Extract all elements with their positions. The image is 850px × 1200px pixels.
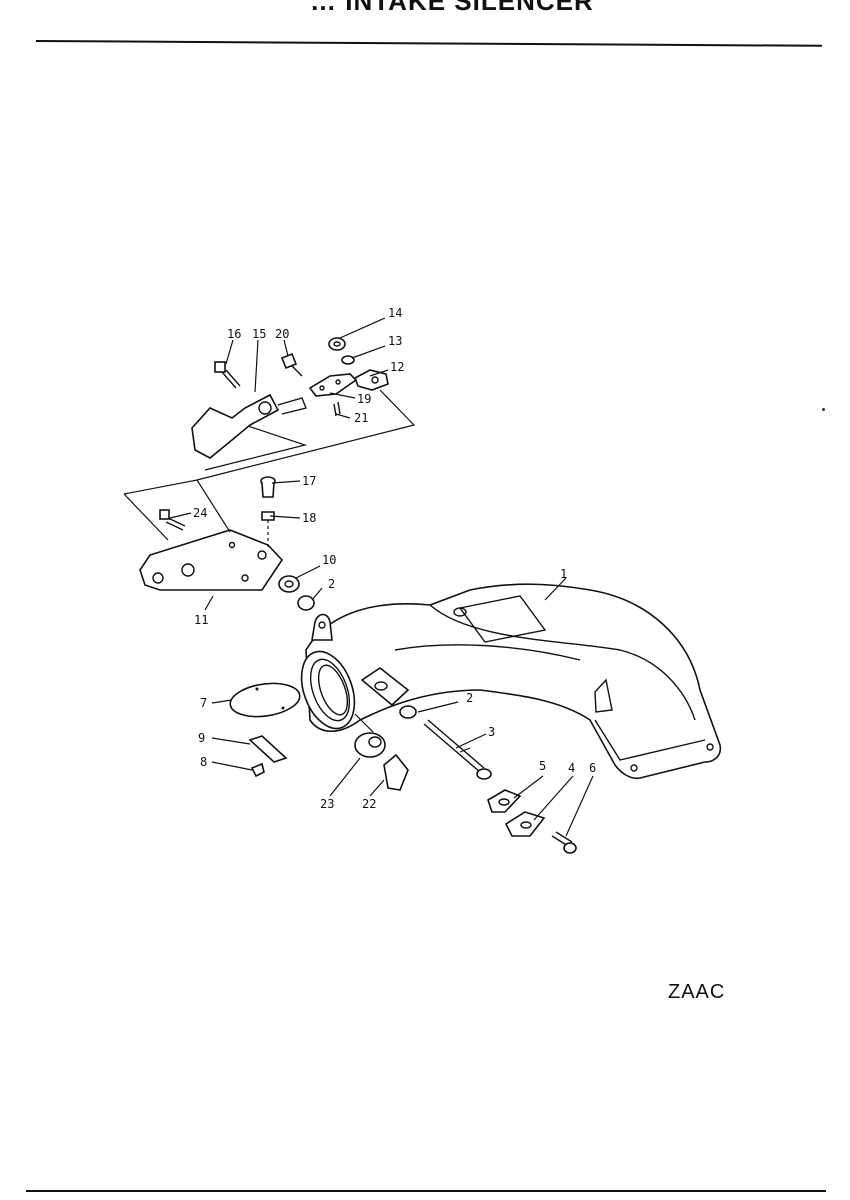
part-8-screw bbox=[250, 762, 265, 778]
diagram-code: ZAAC bbox=[668, 981, 726, 1003]
part-20-pin bbox=[280, 352, 303, 377]
part-10-grommet bbox=[278, 575, 300, 593]
stray-mark bbox=[822, 408, 825, 411]
callout-13: 13 bbox=[388, 334, 402, 348]
callout-20: 20 bbox=[275, 327, 289, 341]
part-19-link bbox=[308, 373, 358, 397]
part-15-actuator bbox=[191, 393, 307, 459]
grouping-line bbox=[123, 493, 169, 541]
part-5-gasket bbox=[487, 789, 522, 813]
callout-8: 8 bbox=[200, 755, 207, 769]
grouping-line bbox=[123, 479, 231, 533]
callout-4: 4 bbox=[568, 761, 575, 775]
part-24-bolt bbox=[159, 509, 186, 531]
grouping-line bbox=[196, 389, 416, 481]
part-3-bolt bbox=[423, 719, 492, 780]
part-7-cover bbox=[229, 682, 301, 718]
callout-2-upper: 2 bbox=[328, 577, 335, 591]
callout-5: 5 bbox=[539, 759, 546, 773]
callout-24: 24 bbox=[193, 506, 207, 520]
callout-11: 11 bbox=[194, 613, 208, 627]
part-6-bolt bbox=[551, 831, 577, 854]
callout-7: 7 bbox=[200, 696, 207, 710]
part-2-collar-upper bbox=[297, 595, 315, 611]
callout-12: 12 bbox=[390, 360, 404, 374]
leader-lines bbox=[169, 317, 594, 837]
bottom-rule bbox=[26, 1190, 826, 1192]
callout-2-lower: 2 bbox=[466, 691, 473, 705]
part-16-bolt bbox=[214, 361, 241, 389]
part-2-collar-lower bbox=[399, 705, 417, 719]
callout-19: 19 bbox=[357, 392, 371, 406]
part-1-intake-silencer-body bbox=[300, 583, 722, 780]
part-14-nut bbox=[328, 337, 346, 351]
part-9-strap bbox=[248, 735, 288, 763]
part-18-bushing bbox=[261, 511, 275, 521]
part-21-clip bbox=[333, 401, 341, 417]
part-23-mount-rubber bbox=[354, 732, 386, 758]
callout-22: 22 bbox=[362, 797, 376, 811]
callout-15: 15 bbox=[252, 327, 266, 341]
part-22-elbow bbox=[383, 753, 409, 791]
callout-10: 10 bbox=[322, 553, 336, 567]
callout-23: 23 bbox=[320, 797, 334, 811]
grouping-line bbox=[204, 419, 308, 471]
part-17-bolt bbox=[260, 476, 276, 498]
callout-3: 3 bbox=[488, 725, 495, 739]
page-title: … INTAKE SILENCER bbox=[310, 0, 594, 16]
callout-14: 14 bbox=[388, 306, 402, 320]
callout-1: 1 bbox=[560, 567, 567, 581]
part-11-bracket bbox=[139, 529, 284, 591]
callout-9: 9 bbox=[198, 731, 205, 745]
callout-6: 6 bbox=[589, 761, 596, 775]
callout-21: 21 bbox=[354, 411, 368, 425]
callout-16: 16 bbox=[227, 327, 241, 341]
part-12-plate bbox=[354, 369, 389, 391]
part-13-washer bbox=[341, 355, 355, 365]
leader bbox=[354, 713, 374, 733]
callout-17: 17 bbox=[302, 474, 316, 488]
callout-18: 18 bbox=[302, 511, 316, 525]
part-4-plate bbox=[504, 811, 546, 837]
